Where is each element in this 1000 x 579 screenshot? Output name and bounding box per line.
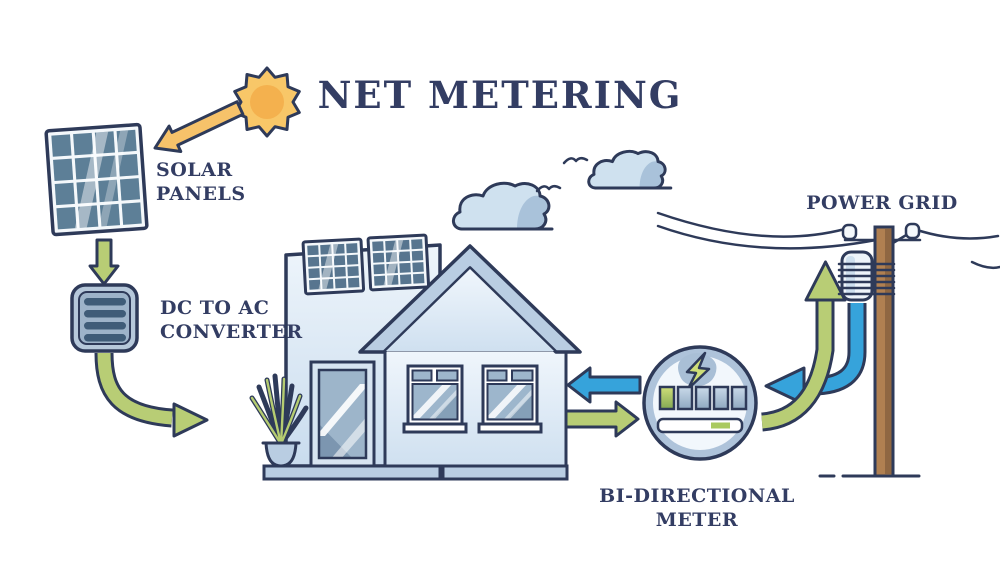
bird-icon xyxy=(562,157,589,165)
solar-panels-label-line1: SOLAR xyxy=(156,159,233,181)
solar-panels-icon xyxy=(44,122,149,237)
solar-panels-label-line2: PANELS xyxy=(156,183,246,205)
cloud-icon xyxy=(452,181,554,231)
insulator-icon xyxy=(904,222,921,240)
insulator-icon xyxy=(841,223,858,241)
solar-panels-label: SOLAR PANELS xyxy=(156,159,246,205)
converter-label: DC TO AC CONVERTER xyxy=(160,297,303,343)
meter-label-line1: BI-DIRECTIONAL xyxy=(599,485,795,507)
sun-icon xyxy=(233,66,301,138)
potted-plant-icon xyxy=(249,373,309,468)
house-roof xyxy=(358,244,582,354)
house-window xyxy=(404,366,466,432)
house-base xyxy=(441,464,569,481)
meter-bar xyxy=(656,417,744,434)
power-lines xyxy=(656,211,1000,270)
meter-bar-level xyxy=(711,422,730,429)
panels-to-converter-arrow xyxy=(88,238,120,286)
bird-icon xyxy=(535,185,562,193)
meter-to-house-arrow xyxy=(566,366,642,404)
converter-to-house-arrow xyxy=(94,352,209,438)
house-base xyxy=(262,464,442,481)
meter-to-grid-arrow xyxy=(760,260,847,432)
house-gable-wall xyxy=(386,269,554,351)
house xyxy=(262,233,582,481)
meter-label-line2: METER xyxy=(656,509,738,531)
meter-label: BI-DIRECTIONAL METER xyxy=(599,485,795,531)
page-title: NET METERING xyxy=(318,73,683,117)
house-window xyxy=(479,366,541,432)
transformer-icon xyxy=(837,250,896,302)
dc-ac-converter-icon xyxy=(70,283,139,353)
converter-label-line2: CONVERTER xyxy=(160,321,303,343)
converter-label-line1: DC TO AC xyxy=(160,297,269,319)
bidirectional-meter-icon xyxy=(642,345,758,461)
house-to-meter-arrow xyxy=(564,400,640,438)
sun-to-panels-arrow xyxy=(153,100,245,153)
house-door xyxy=(309,360,376,468)
meter-digits xyxy=(658,385,748,411)
cloud-icon xyxy=(587,149,673,190)
power-grid-label: POWER GRID xyxy=(806,192,957,214)
